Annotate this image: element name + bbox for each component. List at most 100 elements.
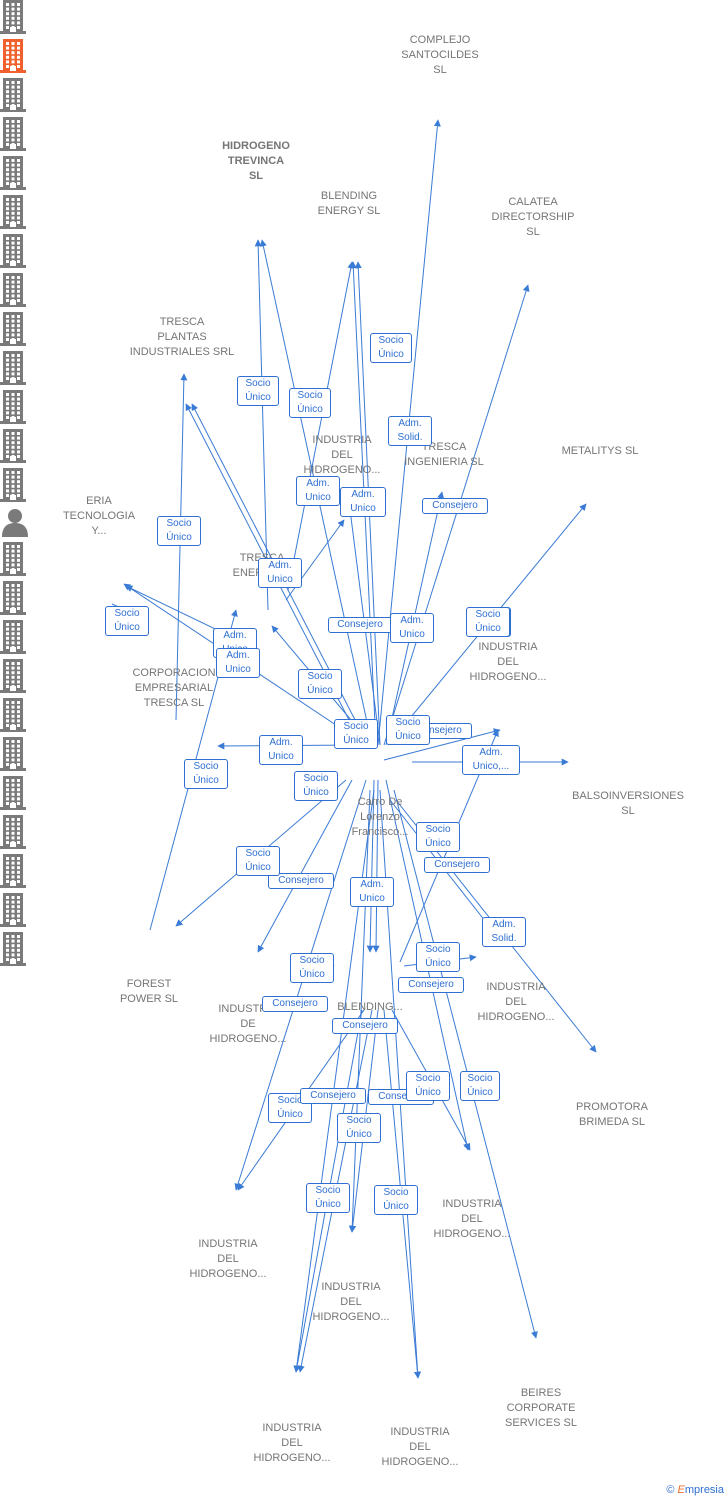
building-icon[interactable] [0, 273, 728, 312]
node-industria-b1[interactable]: INDUSTRIA DEL HIDROGENO... [0, 737, 728, 1280]
node-label[interactable]: HIDROGENO TREVINCA SL [222, 140, 290, 182]
relation-tag[interactable]: Consejero [424, 857, 490, 873]
relation-tag[interactable]: Adm. Unico [340, 487, 386, 517]
relation-tag[interactable]: Consejero [268, 873, 334, 889]
node-label[interactable]: BEIRES CORPORATE SERVICES SL [505, 1387, 577, 1429]
building-icon[interactable] [0, 234, 728, 273]
building-icon[interactable] [0, 659, 728, 698]
relation-tag[interactable]: Adm. Unico [216, 648, 260, 678]
relation-tag[interactable]: Adm. Solid. [388, 416, 432, 446]
building-icon[interactable] [0, 78, 728, 117]
node-label[interactable]: COMPLEJO SANTOCILDES SL [401, 34, 479, 76]
relation-tag[interactable]: Socio Único [460, 1071, 500, 1101]
building-icon[interactable] [0, 312, 728, 351]
relation-tag[interactable]: Consejero [300, 1088, 366, 1104]
node-tresca-plantas[interactable]: TRESCA PLANTAS INDUSTRIALES SRL [0, 156, 728, 358]
relation-tag[interactable]: Socio Único [334, 719, 378, 749]
building-icon[interactable] [0, 351, 728, 390]
node-label[interactable]: INDUSTRIA DEL HIDROGENO... [253, 1422, 331, 1464]
node-industria-b2[interactable]: INDUSTRIA DEL HIDROGENO... [0, 776, 728, 1240]
relation-tag[interactable]: Adm. Unico [296, 476, 340, 506]
node-label[interactable]: ERIA TECNOLOGIA Y... [62, 495, 136, 537]
node-beires[interactable]: BEIRES CORPORATE SERVICES SL [0, 854, 728, 1429]
building-icon[interactable] [0, 390, 728, 429]
node-label[interactable]: BALSOINVERSIONES SL [572, 790, 684, 817]
building-icon[interactable] [0, 776, 728, 815]
relation-tag[interactable]: Socio Único [416, 942, 460, 972]
node-label[interactable]: TRESCA PLANTAS INDUSTRIALES SRL [129, 316, 235, 358]
relation-tag[interactable]: Adm. Unico [259, 735, 303, 765]
building-icon[interactable] [0, 893, 728, 932]
relation-tag[interactable]: Socio Único [289, 388, 331, 418]
node-label[interactable]: PROMOTORA BRIMEDA SL [576, 1101, 648, 1128]
relation-tag[interactable]: Adm. Unico [350, 877, 394, 907]
building-icon[interactable] [0, 815, 728, 854]
node-label[interactable]: INDUSTRIA DEL HIDROGENO... [312, 1281, 390, 1323]
relation-tag[interactable]: Adm. Solid. [482, 917, 526, 947]
building-icon[interactable] [0, 620, 728, 659]
building-icon[interactable] [0, 195, 728, 234]
building-icon[interactable] [0, 429, 728, 468]
node-forest[interactable]: FOREST POWER SL [0, 542, 728, 1005]
node-label[interactable]: BLENDING ENERGY SL [317, 190, 381, 217]
relation-tag[interactable]: Socio Único [466, 607, 510, 637]
node-blending-energy[interactable]: BLENDING ENERGY SL [0, 78, 728, 217]
node-industria-b4[interactable]: INDUSTRIA DEL HIDROGENO... [0, 893, 728, 1464]
node-calatea[interactable]: CALATEA DIRECTORSHIP SL [0, 117, 728, 238]
person-icon[interactable] [0, 507, 728, 542]
node-label[interactable]: FOREST POWER SL [119, 978, 179, 1005]
node-industria-b5[interactable]: INDUSTRIA DEL HIDROGENO... [0, 932, 728, 1468]
relation-tag[interactable]: Socio Único [370, 333, 412, 363]
relation-tag[interactable]: Socio Único [236, 846, 280, 876]
node-label[interactable]: TRESCA INGENIERIA SL [404, 441, 484, 468]
node-industria-top[interactable]: INDUSTRIA DEL HIDROGENO... [0, 195, 728, 476]
building-icon[interactable] [0, 581, 728, 620]
node-label[interactable]: CALATEA DIRECTORSHIP SL [491, 196, 575, 238]
node-label[interactable]: INDUSTRIA DEL HIDROGENO... [477, 981, 555, 1023]
relation-tag[interactable]: Socio Único [105, 606, 149, 636]
building-icon[interactable] [0, 698, 728, 737]
node-balsoinversiones[interactable]: BALSOINVERSIONES SL [0, 468, 728, 817]
node-label[interactable]: Carro De Lorenzo Francisco... [351, 796, 409, 838]
node-complejo[interactable]: COMPLEJO SANTOCILDES SL [0, 0, 728, 76]
node-label[interactable]: INDUSTRIA DEL HIDROGENO... [303, 434, 381, 476]
building-icon[interactable] [0, 932, 728, 971]
node-blending-mid[interactable]: BLENDING... [0, 620, 728, 1013]
relation-tag[interactable]: Socio Único [290, 953, 334, 983]
relation-tag[interactable]: Socio Único [298, 669, 342, 699]
building-icon[interactable] [0, 737, 728, 776]
node-person[interactable]: Carro De Lorenzo Francisco... [0, 507, 728, 838]
node-industria-b3[interactable]: INDUSTRIA DEL HIDROGENO... [0, 815, 728, 1323]
building-icon[interactable] [0, 542, 728, 581]
node-label[interactable]: INDUSTRIA DEL HIDROGENO... [433, 1198, 511, 1240]
node-label[interactable]: INDUSTRIA DEL HIDROGENO... [189, 1238, 267, 1280]
node-promotora[interactable]: PROMOTORA BRIMEDA SL [0, 698, 728, 1128]
node-label[interactable]: CORPORACION EMPRESARIAL TRESCA SL [132, 667, 216, 709]
relation-tag[interactable]: Socio Único [306, 1183, 350, 1213]
node-industria-right[interactable]: INDUSTRIA DEL HIDROGENO... [0, 429, 728, 683]
building-icon[interactable] [0, 156, 728, 195]
relation-tag[interactable]: Consejero [332, 1018, 398, 1034]
relation-tag[interactable]: Socio Único [416, 822, 460, 852]
building-icon[interactable] [0, 0, 728, 39]
relation-tag[interactable]: Socio Único [406, 1071, 450, 1101]
node-label[interactable]: INDUSTRIA DEL HIDROGENO... [469, 641, 547, 683]
relation-tag[interactable]: Adm. Unico [258, 558, 302, 588]
relation-tag[interactable]: Consejero [422, 498, 488, 514]
relation-tag[interactable]: Adm. Unico [390, 613, 434, 643]
relation-tag[interactable]: Socio Único [184, 759, 228, 789]
relation-tag[interactable]: Socio Único [157, 516, 201, 546]
relation-tag[interactable]: Socio Único [237, 376, 279, 406]
node-metalitys[interactable]: METALITYS SL [0, 273, 728, 457]
building-icon[interactable] [0, 854, 728, 893]
node-corporacion[interactable]: CORPORACION EMPRESARIAL TRESCA SL [0, 390, 728, 709]
node-label[interactable]: METALITYS SL [561, 445, 639, 457]
node-hidrogeno-trevinca[interactable]: HIDROGENO TREVINCA SL [0, 39, 728, 182]
relation-tag[interactable]: Socio Único [386, 715, 430, 745]
relation-tag[interactable]: Socio Único [337, 1113, 381, 1143]
relation-tag[interactable]: Adm. Unico,... [462, 745, 520, 775]
relation-tag[interactable]: Socio Único [294, 771, 338, 801]
building-icon[interactable] [0, 39, 728, 78]
relation-tag[interactable]: Socio Único [374, 1185, 418, 1215]
relation-tag[interactable]: Consejero [328, 617, 392, 633]
